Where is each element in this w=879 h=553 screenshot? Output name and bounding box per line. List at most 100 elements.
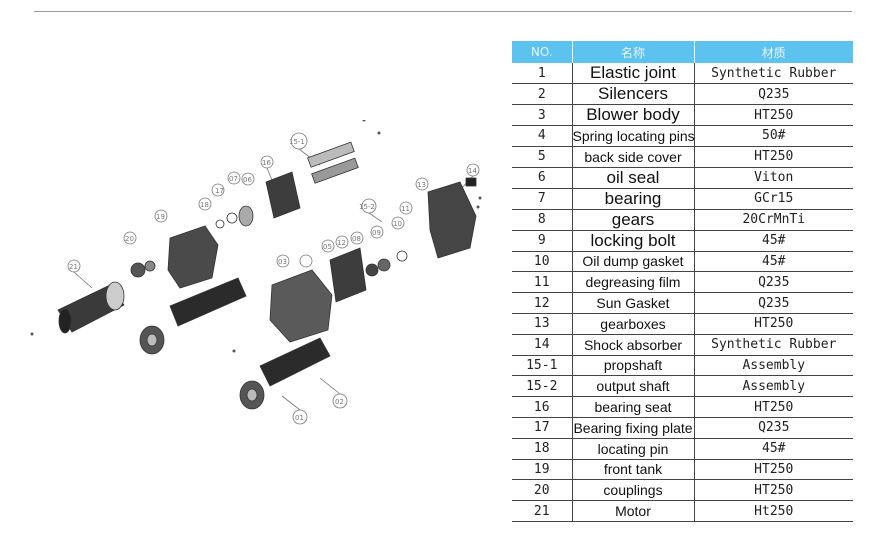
- label-12: 12: [337, 239, 346, 247]
- cell-name: gears: [571, 209, 695, 231]
- cell-name: Shock absorber: [571, 334, 695, 356]
- label-11: 11: [401, 205, 410, 213]
- cell-name: degreasing film: [571, 271, 695, 294]
- cell-material: Q235: [694, 271, 853, 294]
- cell-no: 15-2: [512, 375, 572, 398]
- label-20: 20: [125, 235, 134, 243]
- label-08: 08: [352, 235, 361, 243]
- cell-no: 17: [512, 417, 572, 439]
- cell-material: Assembly: [694, 375, 853, 398]
- label-15-2: 15-2: [359, 203, 375, 211]
- cell-material: Q235: [694, 292, 853, 314]
- cell-material: 45#: [694, 251, 853, 273]
- label-21: 21: [69, 263, 78, 271]
- cell-no: 13: [512, 313, 572, 335]
- header-name: 名称: [572, 41, 695, 63]
- cell-material: Q235: [694, 417, 853, 439]
- cell-material: GCr15: [694, 188, 853, 210]
- cell-no: 4: [512, 125, 572, 147]
- cell-material: HT250: [694, 313, 853, 335]
- cell-no: 15-1: [512, 355, 572, 377]
- cell-no: 19: [512, 459, 572, 481]
- cell-material: HT250: [694, 104, 853, 126]
- label-09: 09: [372, 229, 381, 237]
- cell-no: 11: [512, 271, 572, 294]
- cell-no: 8: [512, 209, 572, 231]
- cell-name: oil seal: [571, 167, 695, 189]
- cell-material: Synthetic Rubber: [694, 63, 853, 84]
- label-07: 07: [229, 175, 238, 183]
- header-number: NO.: [512, 41, 573, 63]
- cell-no: 9: [512, 230, 572, 252]
- cell-material: HT250: [694, 459, 853, 481]
- label-15-1: 15-1: [289, 138, 305, 146]
- cell-name: Bearing fixing plate: [571, 417, 695, 439]
- cell-no: 3: [512, 104, 572, 126]
- top-divider: [34, 11, 852, 12]
- cell-no: 5: [512, 146, 572, 168]
- cell-name: propshaft: [571, 355, 695, 377]
- label-01: 01: [295, 414, 304, 422]
- cell-name: gearboxes: [571, 313, 695, 335]
- cell-material: HT250: [694, 146, 853, 168]
- cell-no: 14: [512, 334, 572, 356]
- label-17: 17: [215, 187, 224, 195]
- cell-material: 20CrMnTi: [694, 209, 853, 231]
- cell-name: Silencers: [571, 83, 695, 105]
- cell-material: Viton: [694, 167, 853, 189]
- cell-material: Synthetic Rubber: [694, 334, 853, 356]
- label-03: 03: [278, 258, 287, 266]
- cell-name: Motor: [571, 500, 695, 522]
- exploded-view-diagram: 15-1 15-2 16 17 07 06 18 19 20 21 03 02 …: [20, 118, 500, 440]
- cell-material: 45#: [694, 438, 853, 460]
- motor-part: [57, 281, 125, 334]
- cell-no: 20: [512, 479, 572, 502]
- cell-material: HT250: [694, 479, 853, 502]
- cell-name: locking bolt: [571, 230, 695, 252]
- label-05: 05: [323, 243, 332, 251]
- cell-material: HT250: [694, 396, 853, 418]
- cell-name: bearing: [571, 188, 695, 210]
- exploded-view-svg: 15-1 15-2 16 17 07 06 18 19 20 21 03 02 …: [30, 118, 482, 425]
- cell-material: 45#: [694, 230, 853, 252]
- cell-material: 50#: [694, 125, 853, 147]
- cell-material: Assembly: [694, 355, 853, 377]
- cell-no: 16: [512, 396, 572, 418]
- cell-no: 2: [512, 83, 572, 105]
- shaft-part: [307, 141, 359, 184]
- cell-material: Q235: [694, 83, 853, 105]
- cell-name: Oil dump gasket: [571, 251, 695, 273]
- callout-labels: 15-1 15-2 16 17 07 06 18 19 20 21 03 02 …: [69, 138, 477, 422]
- cell-material: Ht250: [694, 500, 853, 522]
- header-material: 材质: [694, 41, 853, 63]
- cell-name: output shaft: [571, 375, 695, 398]
- label-18: 18: [200, 201, 209, 209]
- cell-no: 12: [512, 292, 572, 314]
- cell-name: locating pin: [571, 438, 695, 460]
- cell-name: Elastic joint: [571, 63, 695, 84]
- cell-name: Spring locating pins: [571, 125, 695, 147]
- cell-name: Blower body: [571, 104, 695, 126]
